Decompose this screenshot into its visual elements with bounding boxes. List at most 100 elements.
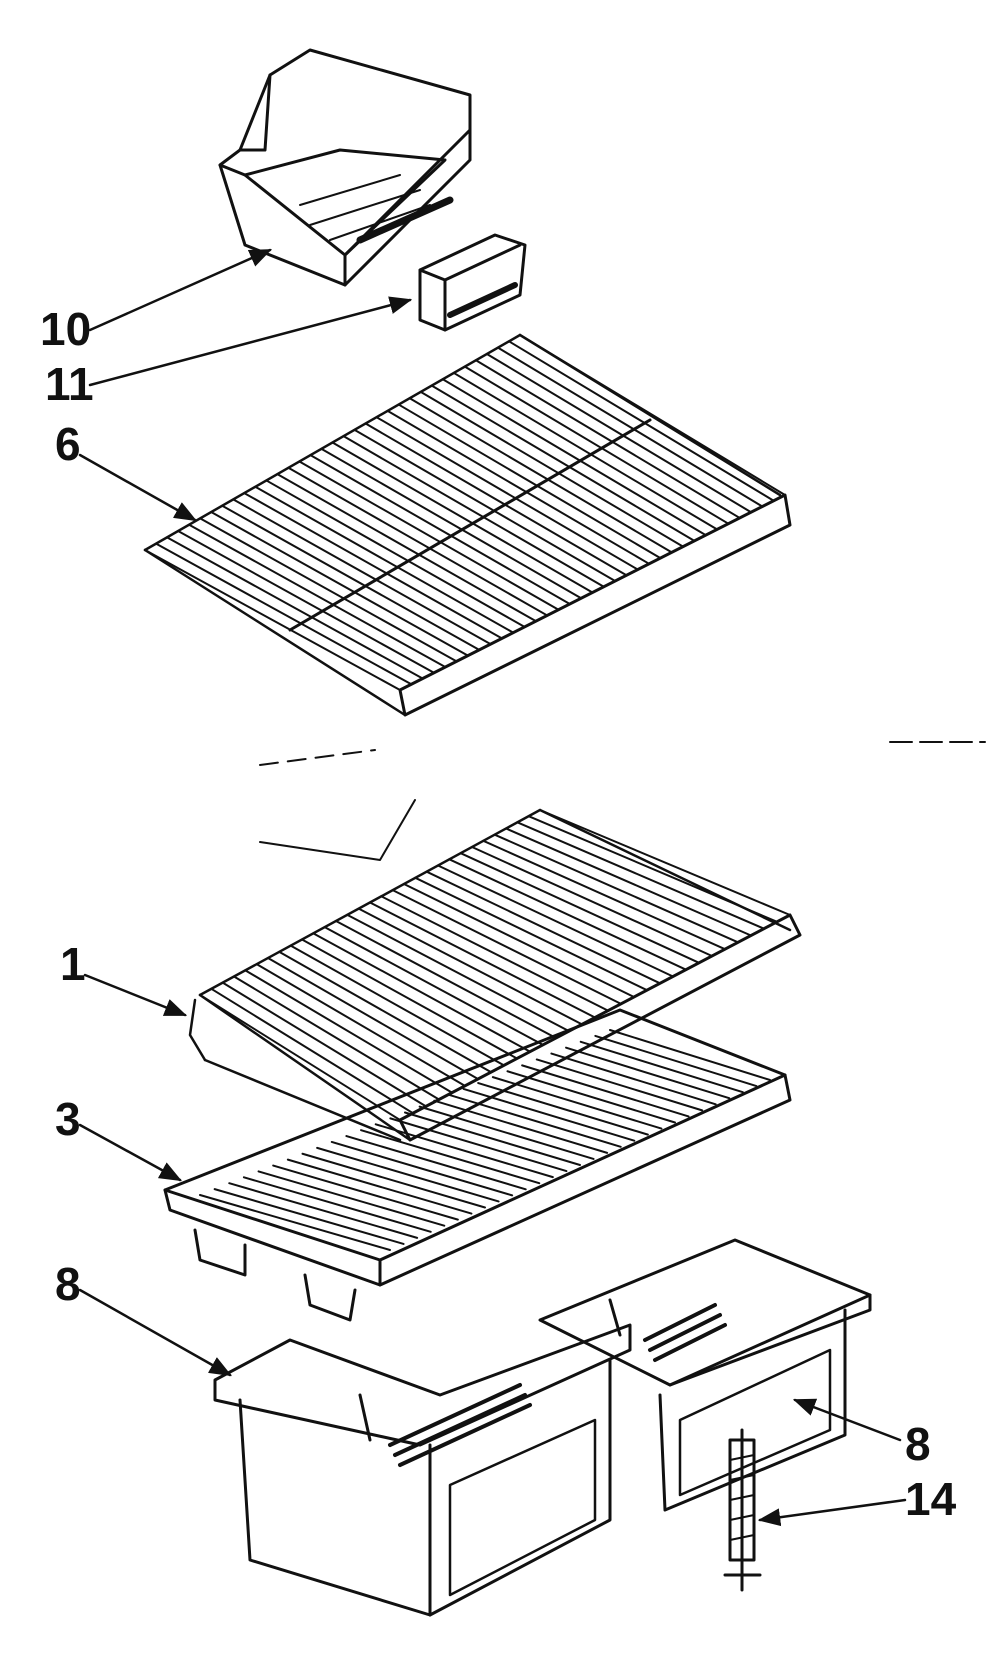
part-3-cover — [163, 1008, 792, 1322]
hatch-line — [474, 359, 741, 519]
hatch-line — [539, 809, 791, 916]
hatch-line — [272, 1164, 459, 1221]
part-8-drawer-left — [213, 1323, 632, 1617]
hatch-line — [389, 1117, 568, 1173]
hatch-line — [369, 901, 596, 1019]
hatch-line — [408, 397, 673, 554]
hatch-line — [463, 365, 730, 525]
hatch-line — [213, 1188, 405, 1245]
part-11-clip — [418, 233, 527, 332]
callout-labels: 10 11 6 1 3 8 8 14 — [40, 303, 957, 1525]
hatch-line — [155, 542, 413, 686]
hatch-line — [482, 839, 726, 951]
separator-lines — [259, 741, 986, 861]
part-6-wire-shelf — [143, 333, 792, 717]
hatch-line — [477, 1082, 649, 1136]
hatch-line — [232, 498, 492, 646]
hatch-line — [609, 1029, 771, 1081]
hatch-line — [506, 1070, 676, 1124]
leader-8-left — [78, 1288, 232, 1377]
hatch-line — [521, 1064, 690, 1118]
hatch-line — [330, 1140, 514, 1197]
hatch-line — [462, 1087, 636, 1142]
part-1-shelf — [188, 808, 802, 1142]
hatch-line — [346, 913, 570, 1033]
hatch-line — [433, 1099, 609, 1154]
hatch-line — [491, 1076, 663, 1130]
hatch-line — [386, 409, 651, 565]
leader-lines — [78, 248, 907, 1527]
hatch-line — [323, 926, 544, 1046]
hatch-line — [493, 833, 739, 944]
hatch-line — [342, 435, 605, 588]
hatch-line — [448, 858, 687, 971]
hatch-line — [301, 938, 518, 1060]
callout-1: 1 — [60, 938, 86, 990]
hatch-line — [527, 815, 778, 923]
hatch-line — [345, 1135, 527, 1191]
hatch-line — [357, 907, 583, 1026]
callout-10: 10 — [40, 303, 91, 355]
callout-14: 14 — [905, 1473, 957, 1525]
hatch-line — [447, 1093, 622, 1148]
hatch-line — [243, 492, 503, 640]
hatch-line — [287, 466, 549, 617]
callout-8-left: 8 — [55, 1258, 81, 1310]
hatch-line — [364, 422, 628, 577]
hatch-line — [452, 371, 719, 531]
hatch-line — [188, 523, 447, 669]
hatch-line — [210, 511, 469, 657]
hatch-line — [437, 864, 674, 978]
hatch-line — [579, 1040, 744, 1094]
hatch-line — [316, 1146, 500, 1203]
hatch-line — [289, 944, 505, 1067]
hatch-line — [221, 504, 481, 651]
hatch-line — [298, 460, 560, 611]
hatch-line — [144, 549, 401, 691]
callout-8-right: 8 — [905, 1418, 931, 1470]
hatch-line — [265, 479, 526, 628]
callout-3: 3 — [55, 1093, 81, 1145]
hatch-line — [309, 454, 571, 605]
hatch-line — [254, 485, 515, 634]
callout-11: 11 — [45, 358, 94, 410]
hatch-line — [519, 334, 786, 496]
leader-3 — [78, 1123, 182, 1182]
hatch-line — [380, 895, 609, 1012]
hatch-line — [210, 987, 414, 1115]
leader-1 — [83, 973, 188, 1017]
hatch-line — [419, 390, 685, 548]
hatch-line — [496, 346, 764, 508]
hatch-line — [507, 340, 775, 502]
hatch-line — [267, 957, 479, 1080]
hatch-line — [242, 1176, 432, 1233]
leader-11 — [88, 296, 413, 387]
hatch-line — [594, 1034, 758, 1088]
hatch-line — [233, 975, 440, 1101]
hatch-line — [391, 889, 622, 1005]
hatch-line — [471, 846, 713, 957]
part-8-drawer-right — [538, 1238, 872, 1512]
hatch-line — [403, 883, 635, 998]
hatch-line — [414, 876, 648, 992]
hatch-line — [276, 473, 537, 623]
callout-6: 6 — [55, 418, 81, 470]
hatch-line — [565, 1046, 731, 1100]
hatch-line — [374, 1123, 554, 1179]
hatch-line — [430, 384, 696, 542]
hatch-line — [286, 1158, 473, 1215]
hatch-line — [535, 1058, 704, 1112]
leader-10 — [88, 248, 273, 332]
hatch-line — [312, 932, 531, 1053]
hatch-line — [166, 536, 424, 680]
hatch-line — [335, 920, 557, 1039]
hatch-line — [331, 441, 594, 594]
hatch-line — [516, 821, 765, 930]
hatch-line — [505, 827, 752, 937]
hatch-line — [397, 403, 662, 560]
leader-8-right — [792, 1398, 902, 1442]
hatch-line — [425, 870, 661, 985]
hatch-line — [199, 517, 458, 663]
hatch-line — [360, 1129, 541, 1185]
